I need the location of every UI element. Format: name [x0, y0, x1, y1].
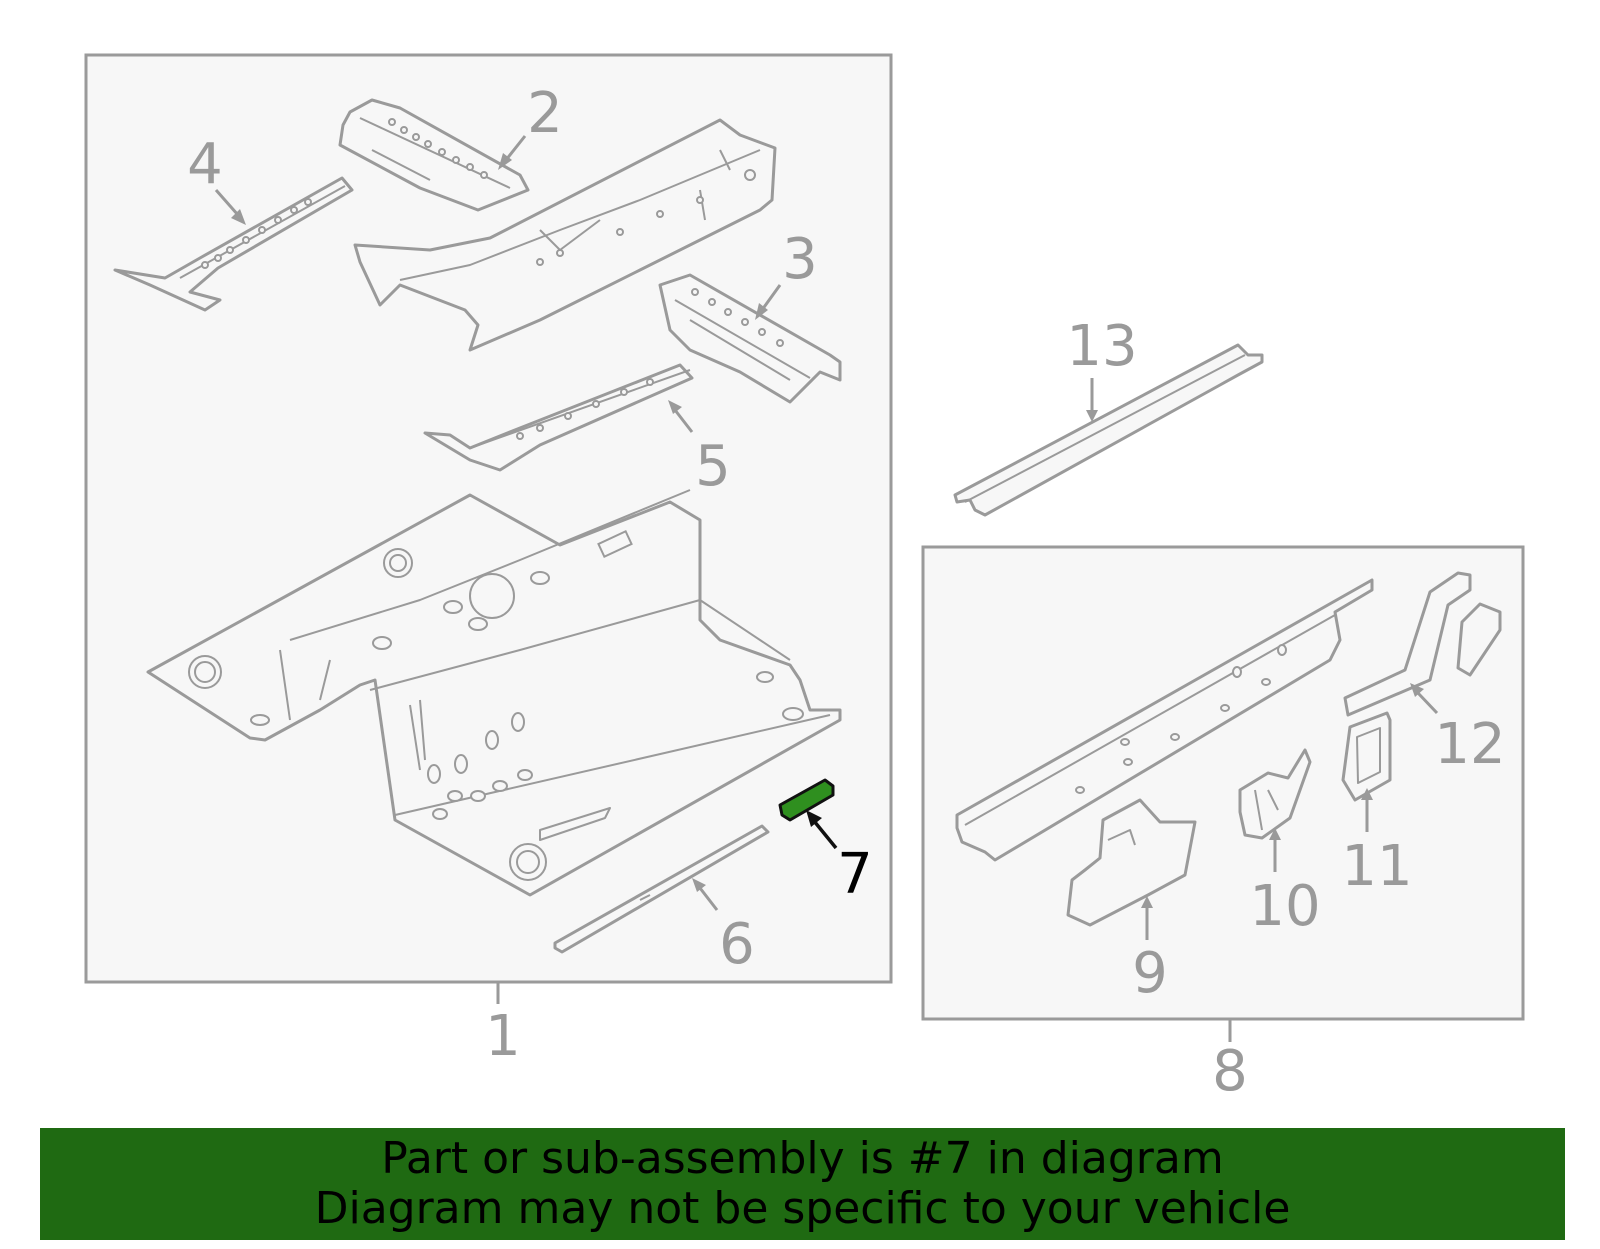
part-2[interactable]	[338, 98, 530, 212]
callout-2: 2	[527, 81, 563, 146]
part-4[interactable]	[113, 176, 354, 312]
part-6[interactable]	[553, 824, 770, 954]
callout-8: 8	[1212, 1039, 1248, 1104]
part-3[interactable]	[658, 273, 842, 404]
callout-5: 5	[695, 434, 731, 499]
callout-7: 7	[837, 842, 873, 907]
callout-10: 10	[1249, 874, 1320, 939]
tunnel-panel	[353, 118, 777, 352]
part-1-floor-pan[interactable]	[146, 489, 842, 897]
part-9[interactable]	[1066, 798, 1197, 927]
part-11[interactable]	[1341, 711, 1392, 802]
callout-arrows	[214, 135, 1439, 940]
callout-12: 12	[1434, 712, 1505, 777]
part-7-selected[interactable]	[778, 778, 838, 850]
banner-line-1: Part or sub-assembly is #7 in diagram	[381, 1133, 1224, 1184]
callout-9: 9	[1132, 941, 1168, 1006]
callout-13: 13	[1066, 314, 1137, 379]
info-banner: Part or sub-assembly is #7 in diagram Di…	[40, 1128, 1565, 1240]
part-8-rail[interactable]	[955, 578, 1374, 862]
callout-6: 6	[719, 912, 755, 977]
banner-line-2: Diagram may not be specific to your vehi…	[314, 1183, 1291, 1234]
callout-11: 11	[1341, 834, 1412, 899]
callout-4: 4	[187, 132, 223, 197]
callout-3: 3	[782, 227, 818, 292]
part-5[interactable]	[423, 363, 694, 472]
callout-1: 1	[485, 1004, 521, 1069]
part-12[interactable]	[1343, 571, 1502, 717]
part-13[interactable]	[953, 343, 1264, 517]
part-10[interactable]	[1238, 748, 1312, 840]
